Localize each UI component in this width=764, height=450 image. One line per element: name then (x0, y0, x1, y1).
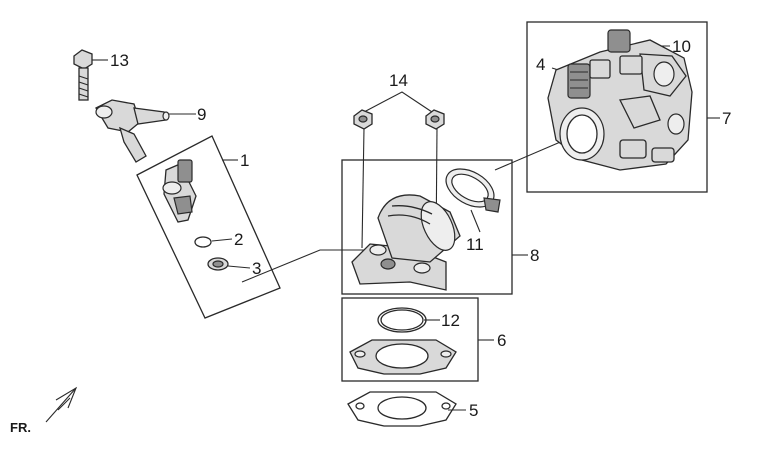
callout-2: 2 (234, 230, 243, 249)
callout-3: 3 (252, 259, 261, 278)
insulator-6 (349, 339, 457, 375)
callout-13: 13 (110, 51, 129, 70)
hose-clamp-11 (445, 168, 501, 213)
throttle-body-7 (547, 29, 693, 171)
group-frame-injector (136, 135, 281, 319)
callout-6: 6 (497, 331, 506, 350)
callout-7: 7 (722, 109, 731, 128)
gasket-5 (347, 391, 457, 427)
callout-4: 4 (536, 55, 545, 74)
sensor-4 (567, 59, 611, 99)
nut-14-right (425, 109, 445, 130)
injector-1 (162, 159, 197, 223)
callout-14: 14 (389, 71, 408, 90)
leader-14-left-down (361, 127, 365, 249)
group-frame-throttle-body (526, 21, 708, 193)
intake-manifold-8 (351, 194, 461, 291)
o-ring-12 (377, 307, 427, 333)
callout-5: 5 (469, 401, 478, 420)
leader-throttle-to-manifold (494, 139, 566, 171)
nut-14-left (353, 109, 373, 130)
o-ring-2 (194, 236, 212, 248)
seal-3 (207, 257, 229, 271)
callout-11: 11 (466, 235, 484, 254)
callout-8: 8 (530, 246, 539, 265)
leader-11 (470, 209, 481, 233)
front-direction-arrow (45, 386, 78, 423)
callout-1: 1 (240, 151, 249, 170)
leader-14 (363, 91, 433, 113)
fuel-joint-9 (95, 99, 170, 163)
bolt-13 (73, 49, 93, 101)
callout-10: 10 (672, 37, 691, 56)
connector-10 (619, 55, 643, 75)
leader-2 (211, 238, 233, 242)
callout-12: 12 (441, 311, 460, 330)
front-label: FR. (10, 420, 31, 435)
leader-injector-to-manifold (241, 249, 380, 283)
group-frame-manifold (341, 159, 513, 295)
callout-9: 9 (197, 105, 206, 124)
leader-3 (227, 265, 251, 269)
